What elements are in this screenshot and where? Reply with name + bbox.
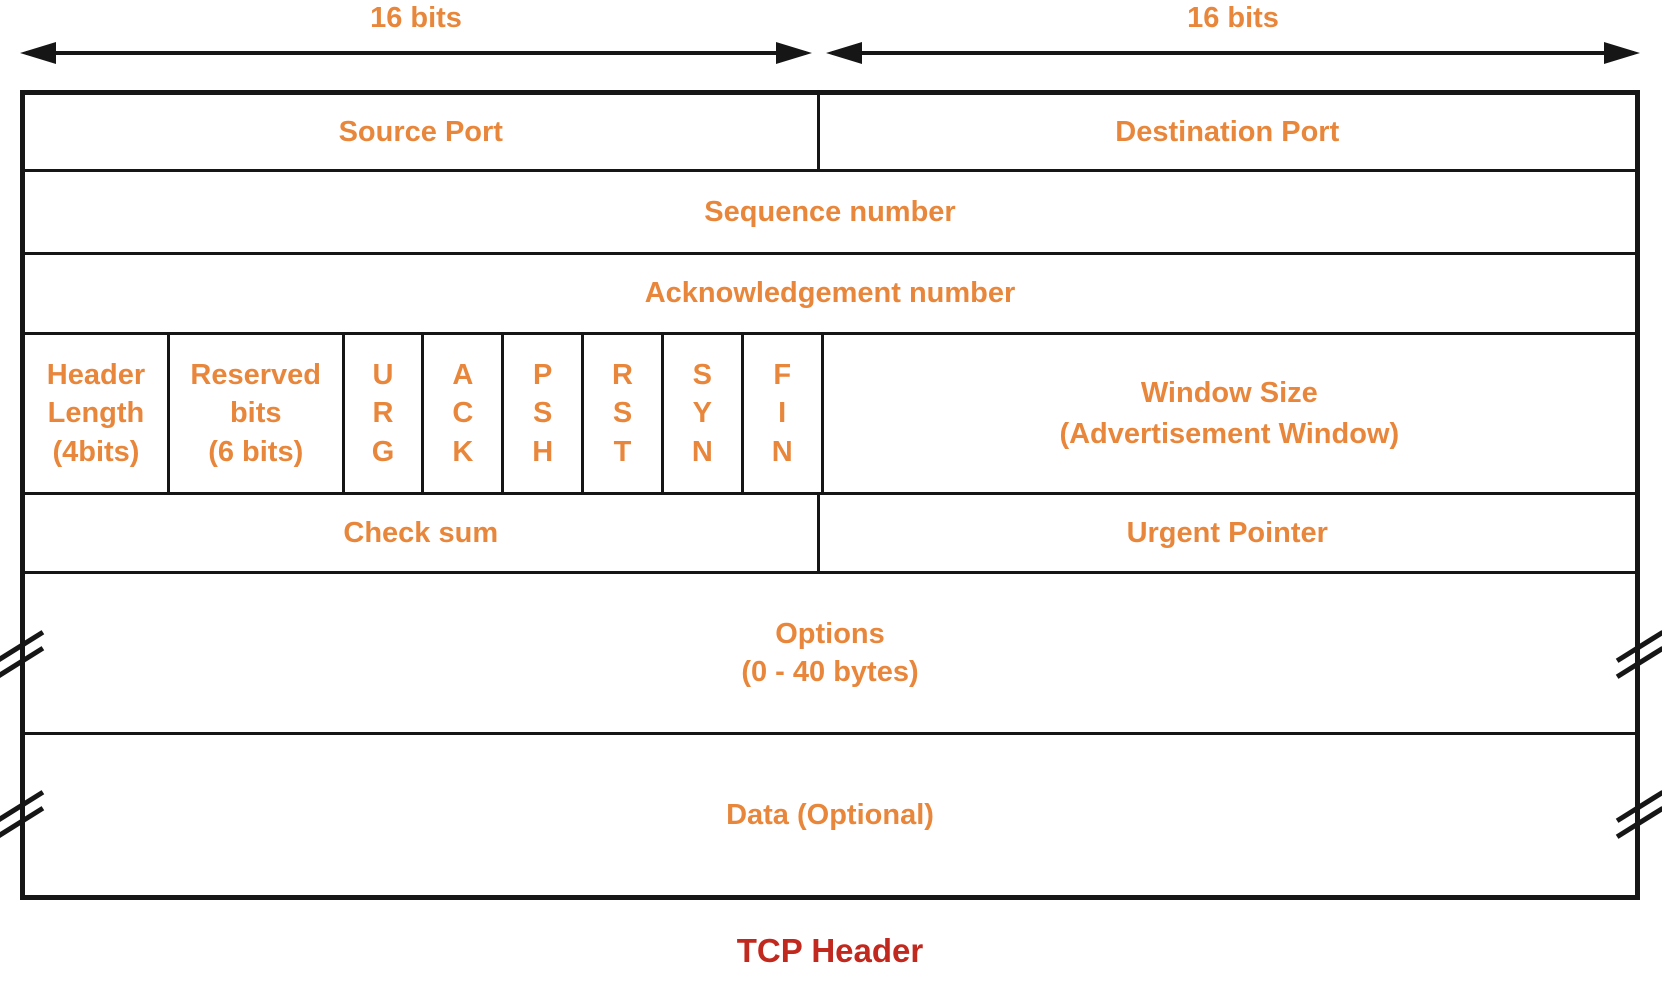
flag-ack: A C K (424, 335, 505, 492)
double-arrow-icon-left (20, 42, 812, 64)
flag-urg: U R G (345, 335, 425, 492)
bit-width-label-right: 16 bits (1187, 2, 1279, 34)
field-acknowledgement-number: Acknowledgement number (644, 277, 1016, 310)
field-header-length: Header Length (4bits) (25, 335, 170, 492)
row-flags: Header Length (4bits) Reserved bits (6 b… (25, 335, 1635, 495)
double-arrow-icon-right (826, 42, 1640, 64)
field-data: Data (Optional) (726, 798, 934, 831)
flag-fin: F I N (744, 335, 824, 492)
flag-rst: R S T (584, 335, 664, 492)
bit-width-label-left: 16 bits (370, 2, 462, 34)
row-data: Data (Optional) (25, 735, 1635, 895)
field-window-size: Window Size (Advertisement Window) (1059, 376, 1400, 450)
field-sequence-number: Sequence number (704, 195, 956, 228)
break-mark-icon-options-right (1612, 630, 1662, 680)
row-checksum: Check sum Urgent Pointer (25, 495, 1635, 574)
field-destination-port: Destination Port (1115, 115, 1340, 148)
row-sequence-number: Sequence number (25, 172, 1635, 255)
header-field-table: Source Port Destination Port Sequence nu… (20, 90, 1640, 900)
break-mark-icon-options-left (0, 630, 48, 680)
row-acknowledgement-number: Acknowledgement number (25, 255, 1635, 335)
break-mark-icon-data-right (1612, 790, 1662, 840)
row-options: Options (0 - 40 bytes) (25, 574, 1635, 735)
flag-psh: P S H (504, 335, 585, 492)
field-checksum: Check sum (25, 495, 820, 571)
field-source-port: Source Port (25, 95, 820, 169)
field-reserved-bits: Reserved bits (6 bits) (170, 335, 345, 492)
diagram-title: TCP Header (736, 932, 924, 969)
row-ports: Source Port Destination Port (25, 95, 1635, 172)
field-urgent-pointer: Urgent Pointer (1126, 516, 1328, 549)
flag-syn: S Y N (664, 335, 744, 492)
break-mark-icon-data-left (0, 790, 48, 840)
field-options: Options (0 - 40 bytes) (741, 617, 919, 688)
